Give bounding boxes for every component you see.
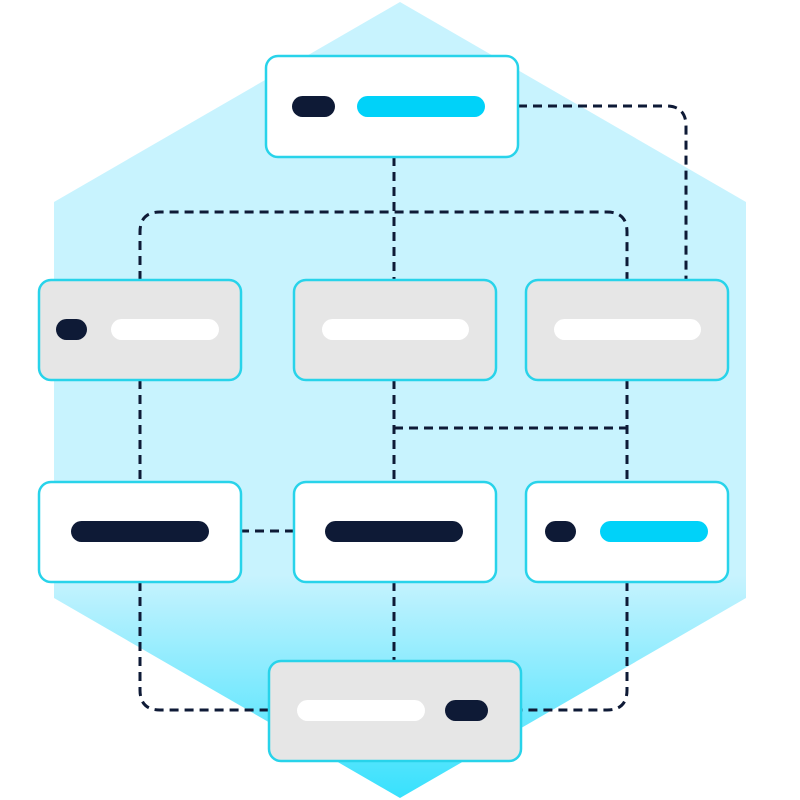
hexagon-background <box>54 2 746 798</box>
node-low-center-dark-bar <box>325 521 463 542</box>
node-low-right-cyan-bar <box>600 521 708 542</box>
connector-low-right-to-bottom <box>521 582 629 712</box>
node-mid-right[interactable] <box>524 278 730 382</box>
node-low-left-dark-bar <box>71 521 209 542</box>
node-mid-right-white-bar <box>554 319 701 340</box>
node-bottom-dark-dot <box>445 700 488 721</box>
connector-branch-bar <box>138 210 629 280</box>
connector-low-left-to-bottom <box>138 582 270 712</box>
node-mid-left-dark-dot <box>56 319 87 340</box>
node-root-cyan-bar <box>357 96 485 117</box>
node-low-center[interactable] <box>292 480 498 584</box>
node-bottom-white-bar <box>297 700 425 721</box>
connector-group <box>138 104 688 712</box>
node-low-right-dark-dot <box>545 521 576 542</box>
node-root[interactable] <box>264 54 520 159</box>
node-low-left[interactable] <box>37 480 243 584</box>
node-low-right[interactable] <box>524 480 730 584</box>
node-bottom[interactable] <box>267 659 523 763</box>
node-mid-center-white-bar <box>322 319 469 340</box>
connector-root-to-mid-right <box>518 104 688 280</box>
node-mid-left-white-bar <box>111 319 219 340</box>
node-mid-left[interactable] <box>37 278 243 382</box>
node-root-dark-dot <box>292 96 335 117</box>
node-mid-center[interactable] <box>292 278 498 382</box>
